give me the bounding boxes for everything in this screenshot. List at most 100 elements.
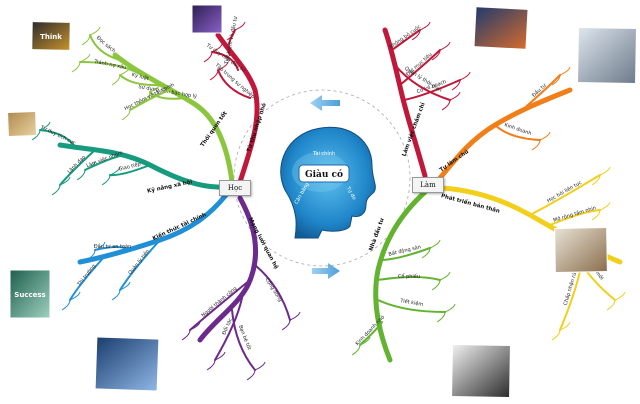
branch-label[interactable]: Kỹ năng xã hội <box>147 178 193 194</box>
sub-branch-line <box>217 69 251 99</box>
twig-line <box>451 79 461 91</box>
sub-branch-line <box>494 124 541 141</box>
twig-line <box>614 291 626 301</box>
twig-line <box>226 29 236 41</box>
photo-caption: Success <box>14 291 45 299</box>
sub-branch-label[interactable]: Đọc sách <box>95 34 117 54</box>
twig-line <box>439 41 451 51</box>
twig-line <box>109 166 121 176</box>
sub-branch-line <box>214 297 243 361</box>
twig-line <box>76 169 86 181</box>
sub-branch-label[interactable]: Giao tiếp <box>118 160 142 172</box>
twig-line <box>214 351 226 361</box>
sub-branch-line <box>89 34 121 61</box>
twig-line <box>351 344 361 356</box>
twig-line <box>129 101 141 111</box>
sub-branch-line <box>529 174 601 216</box>
twig-line <box>189 321 201 331</box>
twig-line <box>111 289 121 301</box>
sub-branch-line <box>377 276 441 281</box>
sub-branch-label[interactable]: Cộng đồng <box>264 276 285 303</box>
sub-branch-line <box>211 51 239 71</box>
branch-label[interactable]: Tự làm chủ <box>438 148 470 173</box>
photo-silhouette <box>191 4 223 34</box>
twig-line <box>531 139 541 151</box>
twig-line <box>217 61 229 71</box>
hub-left-hoc[interactable]: Học <box>219 180 251 196</box>
twig-line <box>51 184 61 196</box>
twig-line <box>591 209 601 221</box>
twig-line <box>429 239 441 249</box>
twig-line <box>559 321 571 331</box>
twig-line <box>591 174 601 186</box>
sub-branch-label[interactable]: Lãnh đạo <box>67 155 88 176</box>
twig-line <box>289 311 301 321</box>
twig-line <box>359 336 371 346</box>
sub-branch-line <box>391 29 421 51</box>
branch-trunk <box>373 189 428 363</box>
sub-branch-line <box>519 74 561 113</box>
branch-trunk <box>197 195 259 343</box>
photo-businessman-laptop <box>473 6 529 50</box>
sub-branch-label[interactable]: Kinh doanh <box>503 122 532 137</box>
sub-branch-line <box>549 209 601 226</box>
twig-line <box>89 26 101 36</box>
sub-branch-label[interactable]: Đầu tư an toàn <box>94 242 132 250</box>
photo-caption: Think <box>40 33 62 41</box>
twig-line <box>119 66 131 76</box>
branch-label[interactable]: Kiến thức tài chính <box>151 211 207 242</box>
twig-line <box>59 176 71 186</box>
twig-line <box>436 311 446 323</box>
central-head-image <box>280 126 376 239</box>
photo-business-team <box>451 343 511 399</box>
twig-line <box>281 319 291 331</box>
sub-branch-line <box>109 164 151 177</box>
twig-line <box>209 69 219 81</box>
twig-line <box>254 361 266 371</box>
photo-think: Think <box>31 21 71 51</box>
twig-line <box>599 201 611 211</box>
twig-line <box>181 329 191 341</box>
branch-trunk <box>215 32 260 185</box>
flow-arrow-bottom <box>312 263 340 279</box>
twig-line <box>551 74 561 86</box>
sub-branch-line <box>79 61 141 75</box>
sub-branch-line <box>231 309 256 371</box>
sub-branch-label[interactable]: Tư duy tích cực <box>39 123 78 147</box>
photo-business-meeting <box>94 336 160 392</box>
sub-branch-label[interactable]: Tiết kiệm <box>399 297 424 308</box>
twig-line <box>421 247 431 259</box>
sub-branch-label[interactable]: Học hỏi liên tục <box>546 179 583 204</box>
branch-label[interactable]: Mạng lưới quan hệ <box>247 216 280 270</box>
sub-branch-label[interactable]: Kỷ luật <box>131 71 150 82</box>
twig-line <box>211 43 223 53</box>
twig-line <box>439 271 451 281</box>
twig-line <box>539 131 551 141</box>
twig-line <box>84 161 96 171</box>
sub-branch-label[interactable]: Cổ phiếu <box>398 273 420 280</box>
photo-coins <box>7 111 37 137</box>
twig-line <box>141 91 151 103</box>
twig-line <box>39 121 51 131</box>
sub-branch-label[interactable]: Thị trường <box>75 263 97 288</box>
sub-branch-label[interactable]: Bạn bè tốt <box>237 324 253 351</box>
guide-circle <box>233 89 411 267</box>
sub-branch-label[interactable]: Không bỏ cuộc <box>388 23 422 50</box>
photo-handshake <box>554 227 608 273</box>
hub-right-lam[interactable]: Làm <box>412 177 444 193</box>
twig-line <box>119 281 131 291</box>
center-title: Giàu có <box>305 169 343 180</box>
sub-branch-line <box>377 299 446 313</box>
sub-branch-label[interactable]: Mở rộng tầm nhìn <box>552 203 597 223</box>
twig-line <box>431 49 441 61</box>
sub-branch-line <box>403 79 461 101</box>
sub-branch-line <box>394 64 451 101</box>
twig-line <box>606 299 616 311</box>
